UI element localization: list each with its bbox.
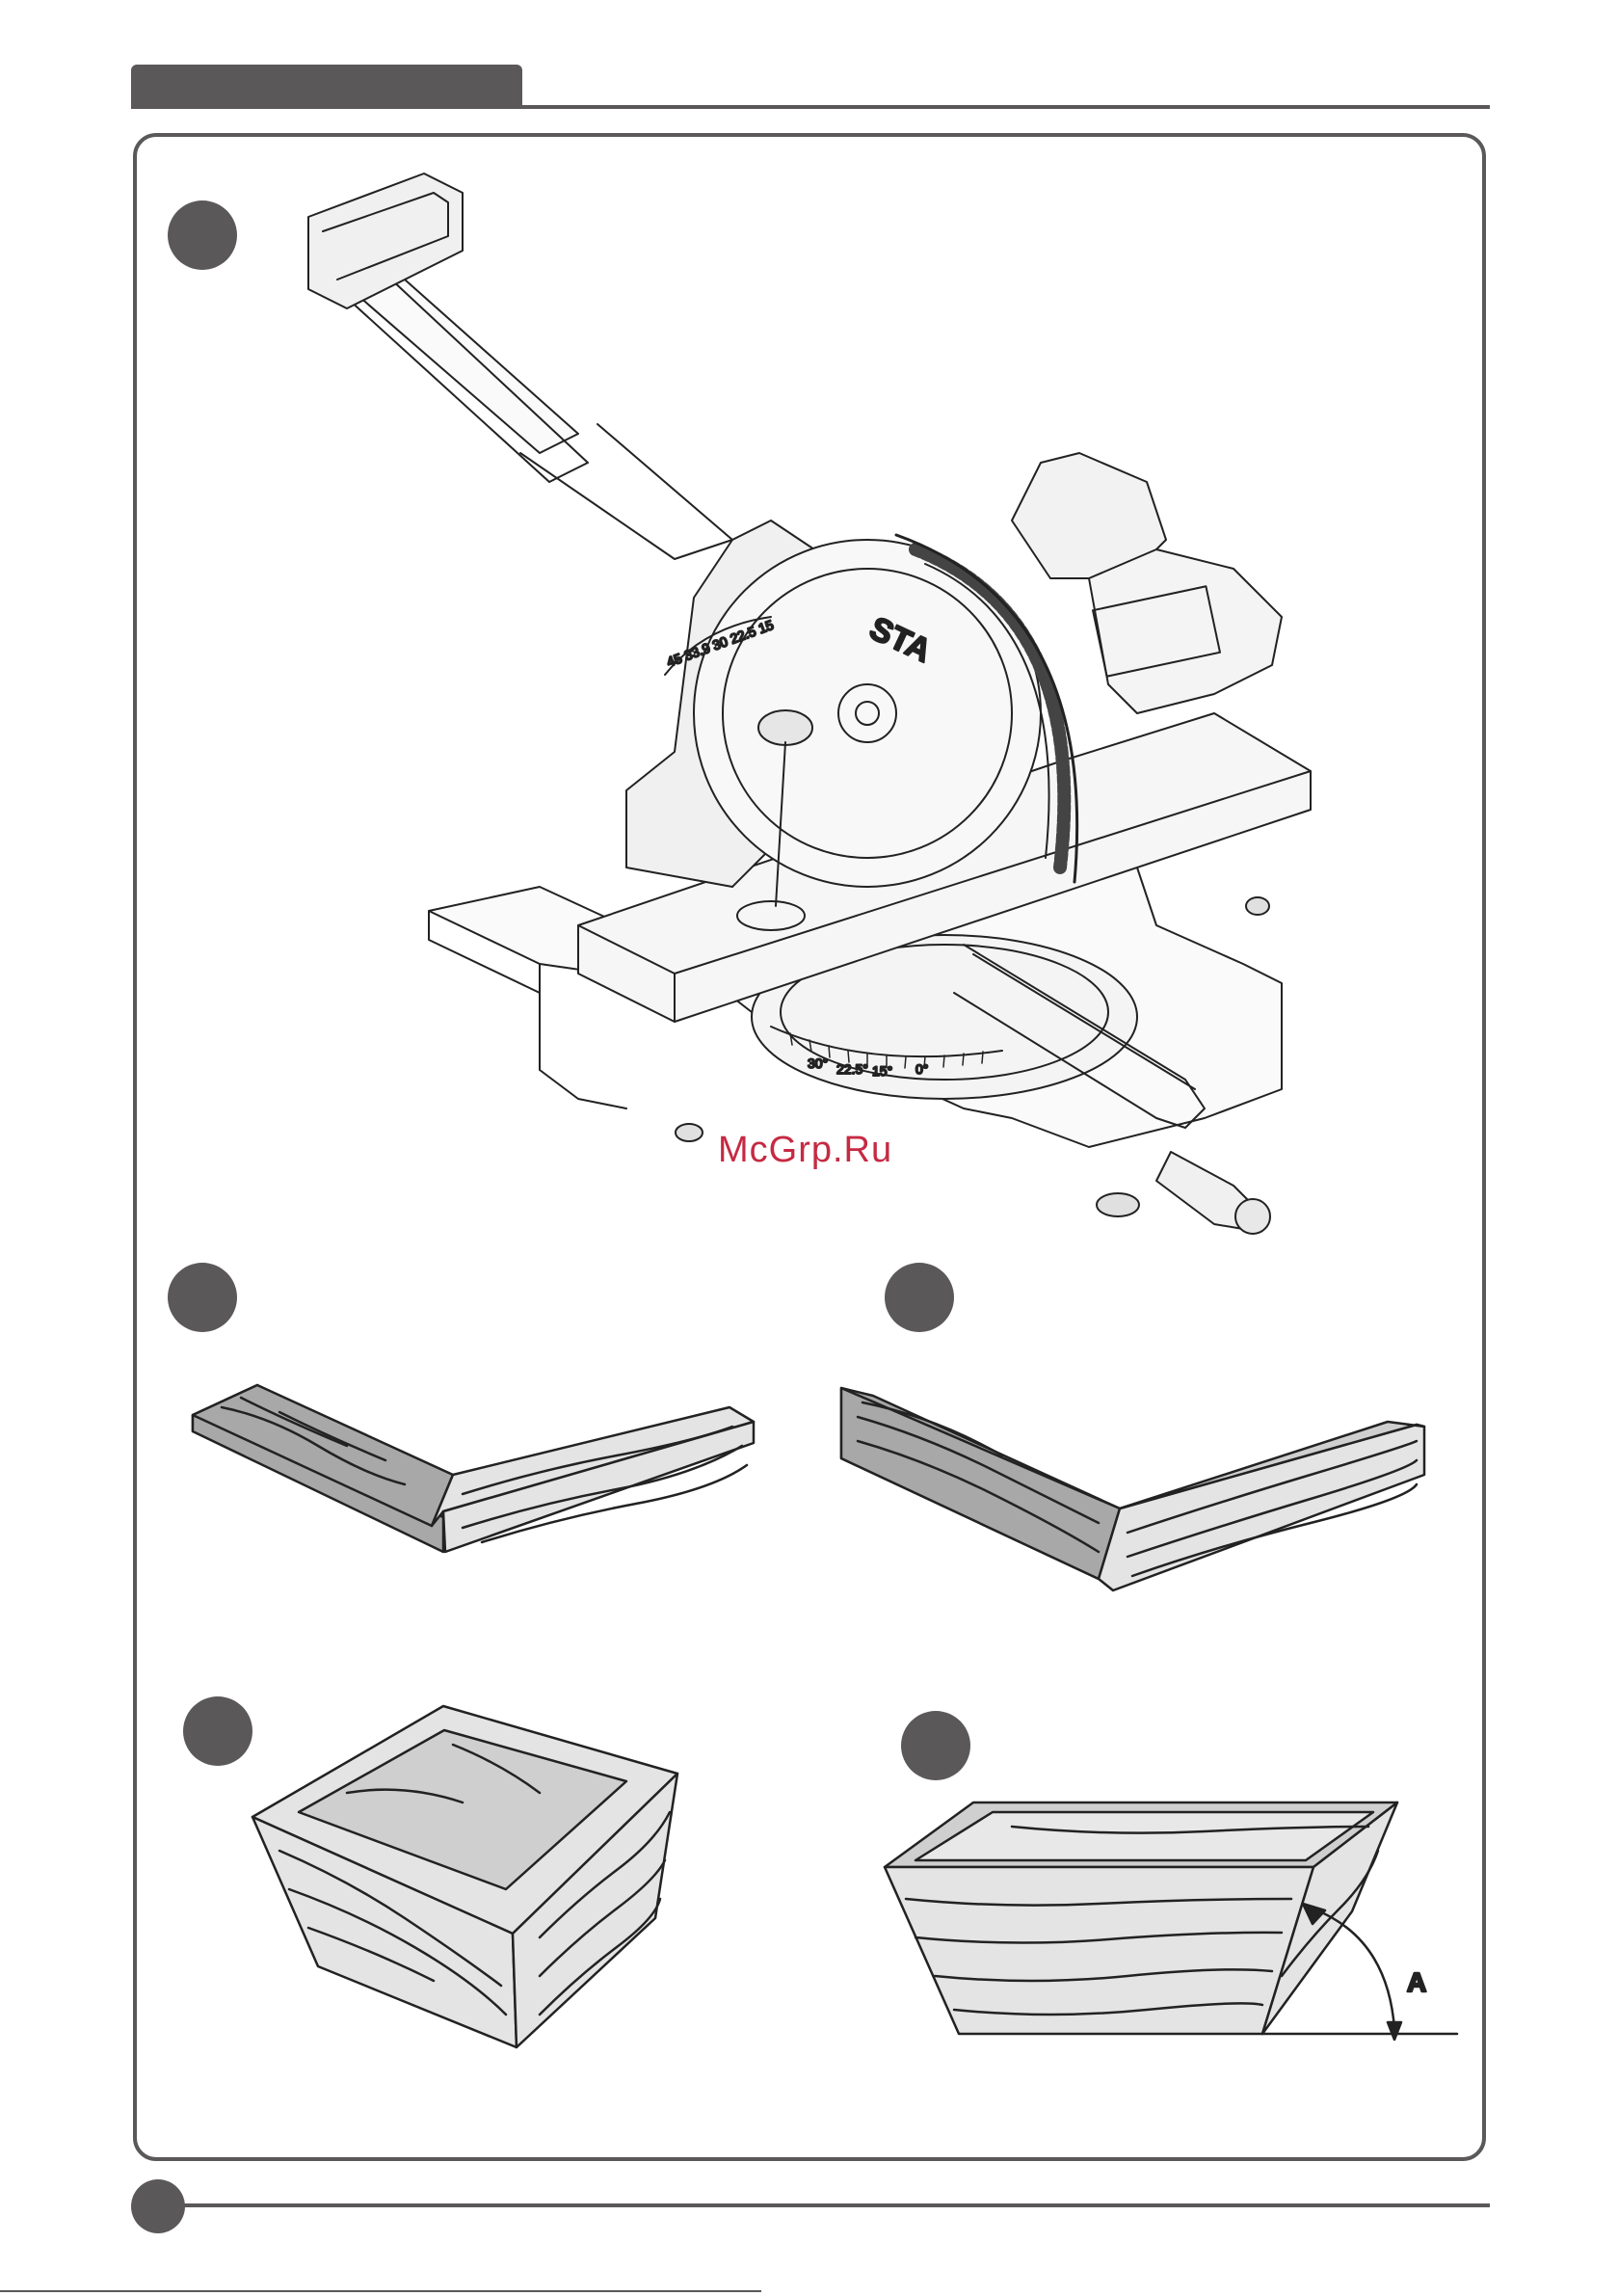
angled-box: A (885, 1802, 1457, 2040)
angle-label-a: A (1407, 1967, 1426, 1997)
miter-saw-illustration: 45 33.9 30 22.5 15 STA 30° 22.5° 15° 0° (308, 174, 1311, 1234)
bevel-miter-joint (841, 1388, 1424, 1590)
miter-scale-label-0: 0° (915, 1061, 928, 1077)
bottom-rule (0, 2290, 761, 2292)
footer-rule (183, 2203, 1490, 2207)
page-number-badge (131, 2179, 185, 2233)
tapered-box (252, 1706, 677, 2047)
watermark-text: McGrp.Ru (718, 1130, 911, 1171)
flat-miter-joint (193, 1385, 754, 1552)
miter-scale-label-22: 22.5° (836, 1061, 868, 1077)
miter-scale-label-15: 15° (872, 1063, 892, 1079)
miter-scale-label-30: 30° (808, 1055, 828, 1071)
